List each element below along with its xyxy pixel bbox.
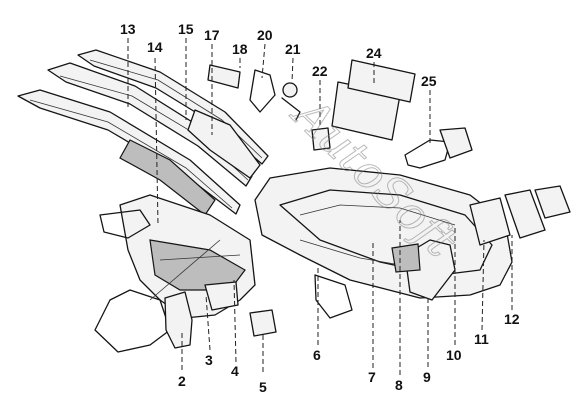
callout-labels: 13 14 15 17 18 20 21 22 24 25 2 3 4 5 6 … [120,21,520,395]
callout-7: 7 [368,369,376,385]
callout-20: 20 [257,27,273,43]
callout-11: 11 [474,331,489,347]
callout-25: 25 [421,73,437,89]
part-2-bracket [164,291,193,349]
leader-lines [127,38,513,375]
part-12-lamp [504,189,546,239]
part-25-lock [404,139,451,169]
callout-21: 21 [285,41,301,57]
right-parts [331,59,571,246]
callout-3: 3 [205,352,213,368]
callout-8: 8 [395,377,403,393]
part-11-lamp [469,197,511,246]
callout-22: 22 [312,63,328,79]
latch-parts [187,64,331,179]
callout-14: 14 [147,39,163,55]
callout-4: 4 [231,363,239,379]
quarter-inner-panel [94,194,256,353]
callout-5: 5 [259,379,267,395]
callout-17: 17 [204,27,220,43]
callout-13: 13 [120,21,136,37]
rear-panel [254,167,513,319]
callout-15: 15 [178,21,194,37]
callout-6: 6 [313,347,321,363]
callout-2: 2 [178,373,186,389]
callout-24: 24 [366,45,382,61]
callout-18: 18 [232,41,248,57]
part-5-clip [249,309,277,337]
callout-12: 12 [504,311,520,327]
callout-9: 9 [423,369,431,385]
callout-10: 10 [446,347,462,363]
